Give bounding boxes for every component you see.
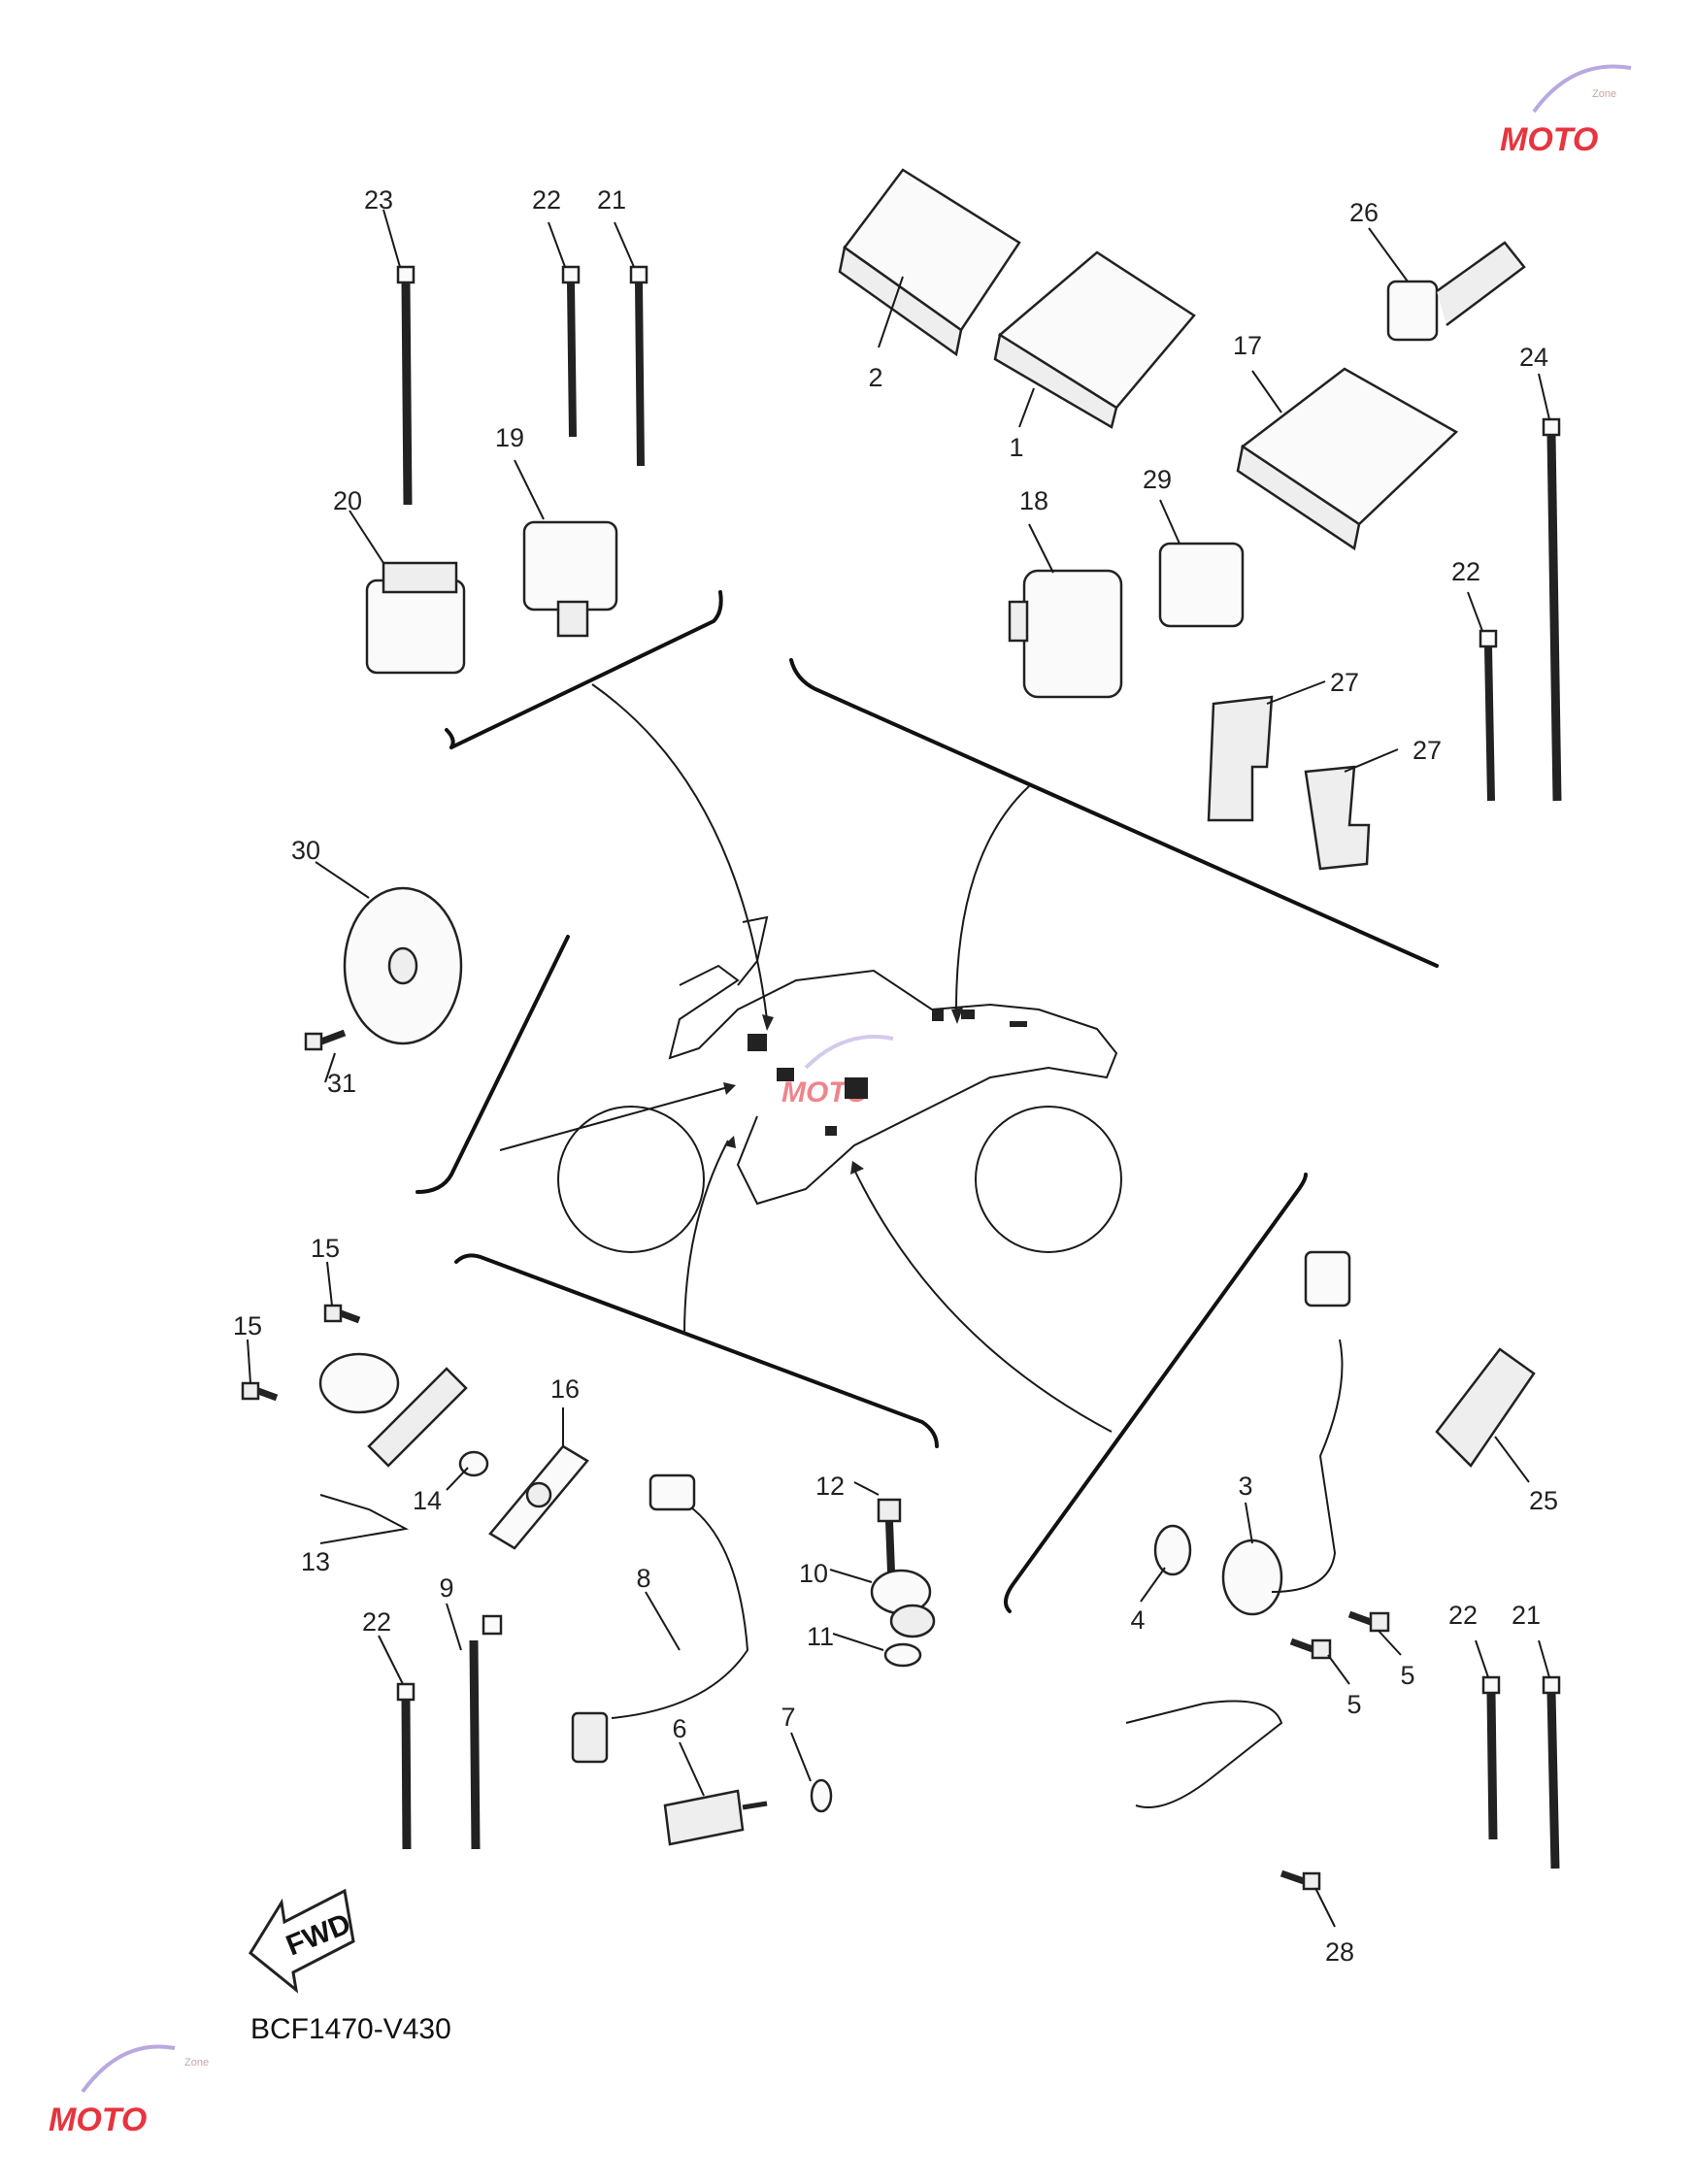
leader-top-right — [955, 785, 1030, 1010]
bolt-15-b — [241, 1381, 279, 1402]
callout-27-b: 27 — [1412, 736, 1442, 765]
cable-tie-22-br — [1481, 1675, 1501, 1840]
oring-11 — [883, 1642, 922, 1668]
diagram-code: BCF1470-V430 — [250, 2013, 451, 2045]
group-boundary-top-left-hook — [445, 728, 455, 749]
callout-26: 26 — [1349, 198, 1379, 227]
cable-tie-22-top — [561, 265, 581, 438]
callout-9: 9 — [439, 1573, 453, 1603]
switch-6 — [663, 1789, 768, 1846]
bracket-27-a — [1207, 695, 1274, 822]
callout-10: 10 — [799, 1559, 828, 1588]
bolt-12 — [877, 1498, 902, 1573]
cable-tie-22-right — [1479, 629, 1498, 802]
relay-19 — [522, 520, 618, 638]
svg-text:Zone: Zone — [184, 2057, 209, 2068]
cable-tie-22-bottom — [396, 1682, 415, 1850]
horn-30 — [343, 886, 463, 1045]
callout-23-top: 23 — [364, 185, 393, 215]
callout-21-top: 21 — [597, 185, 626, 215]
bracket-27-b — [1304, 765, 1371, 871]
relay-18 — [1008, 569, 1123, 699]
cable-tie-23 — [396, 265, 415, 506]
sensor-13 — [318, 1352, 468, 1468]
callout-29: 29 — [1143, 465, 1172, 494]
motorcycle-outline — [557, 915, 1122, 1253]
callout-2: 2 — [868, 363, 882, 392]
callout-18: 18 — [1019, 486, 1048, 515]
callout-22-bottom: 22 — [362, 1607, 391, 1637]
ecu-2 — [838, 168, 1021, 357]
group-boundary-top-left — [449, 590, 723, 749]
callout-5-a: 5 — [1400, 1661, 1414, 1690]
callout-12: 12 — [815, 1472, 845, 1501]
bolt-5-a — [1347, 1610, 1390, 1633]
svg-text:MOTO: MOTO — [1500, 121, 1598, 158]
group-boundary-bottom-right — [1004, 1173, 1308, 1613]
cable-tie-21-top — [629, 265, 648, 467]
group-boundary-bottom-left — [454, 1253, 939, 1448]
callout-22-br: 22 — [1448, 1601, 1478, 1630]
washer-7 — [810, 1778, 833, 1813]
callout-20: 20 — [333, 486, 362, 515]
relay-20 — [365, 561, 466, 675]
gasket-16 — [488, 1444, 589, 1550]
callout-22-right: 22 — [1451, 557, 1480, 586]
cable-tie-21-br — [1542, 1675, 1561, 1870]
callout-labels: 23 22 21 19 20 2 1 26 17 24 18 29 22 27 … — [233, 185, 1558, 1967]
callout-1: 1 — [1009, 433, 1023, 462]
watermark-bottom-left: MOTO Zone — [49, 2044, 209, 2138]
callout-15-b: 15 — [233, 1311, 262, 1340]
leader-top-left — [591, 683, 768, 1020]
callout-19: 19 — [495, 423, 524, 452]
callout-28: 28 — [1325, 1937, 1354, 1967]
oring-4 — [1153, 1524, 1192, 1576]
callout-24: 24 — [1519, 343, 1548, 372]
group-boundary-top-right — [789, 658, 1439, 968]
cover-25 — [1435, 1347, 1536, 1468]
callout-11: 11 — [807, 1622, 834, 1651]
callout-30: 30 — [291, 836, 320, 865]
callout-17: 17 — [1233, 331, 1262, 360]
sensor-8 — [571, 1473, 749, 1764]
leader-bottom-right — [853, 1169, 1113, 1433]
callout-13: 13 — [301, 1547, 330, 1576]
bolt-15-a — [323, 1304, 361, 1324]
callout-8: 8 — [636, 1564, 650, 1593]
bracket-28-area — [1125, 1700, 1321, 1891]
callout-16: 16 — [550, 1374, 580, 1404]
watermark-top-right: MOTO Zone — [1500, 64, 1632, 158]
cable-tie-9 — [469, 1614, 503, 1850]
svg-text:MOTO: MOTO — [49, 2101, 147, 2138]
relay-29 — [1158, 542, 1245, 628]
bolt-31 — [304, 1029, 347, 1051]
callout-27-a: 27 — [1330, 668, 1359, 697]
callout-4: 4 — [1130, 1605, 1145, 1635]
fwd-arrow-icon: FWD — [249, 1888, 355, 1994]
cable-tie-24 — [1542, 417, 1562, 802]
callout-leaders — [247, 209, 1550, 1928]
callout-14: 14 — [413, 1486, 442, 1515]
ecu-1 — [993, 250, 1196, 429]
connector-26 — [1386, 241, 1526, 342]
callout-21-br: 21 — [1512, 1601, 1541, 1630]
watermark-center: MOTO — [781, 1035, 894, 1109]
bolt-5-b — [1289, 1638, 1332, 1660]
leader-bottom-left — [683, 1140, 729, 1336]
callout-7: 7 — [781, 1703, 795, 1732]
callout-31: 31 — [327, 1069, 356, 1098]
leader-left — [499, 1086, 729, 1151]
group-boundary-left — [415, 935, 570, 1194]
callout-22-top: 22 — [532, 185, 561, 215]
callout-15-a: 15 — [311, 1234, 340, 1263]
rectifier-17 — [1236, 367, 1459, 551]
callout-6: 6 — [672, 1714, 686, 1743]
callout-3: 3 — [1238, 1472, 1252, 1501]
svg-text:Zone: Zone — [1592, 88, 1616, 100]
sensor-10 — [870, 1569, 936, 1638]
callout-5-b: 5 — [1346, 1690, 1361, 1719]
callout-25: 25 — [1529, 1486, 1558, 1515]
sensor-3 — [1221, 1250, 1351, 1616]
